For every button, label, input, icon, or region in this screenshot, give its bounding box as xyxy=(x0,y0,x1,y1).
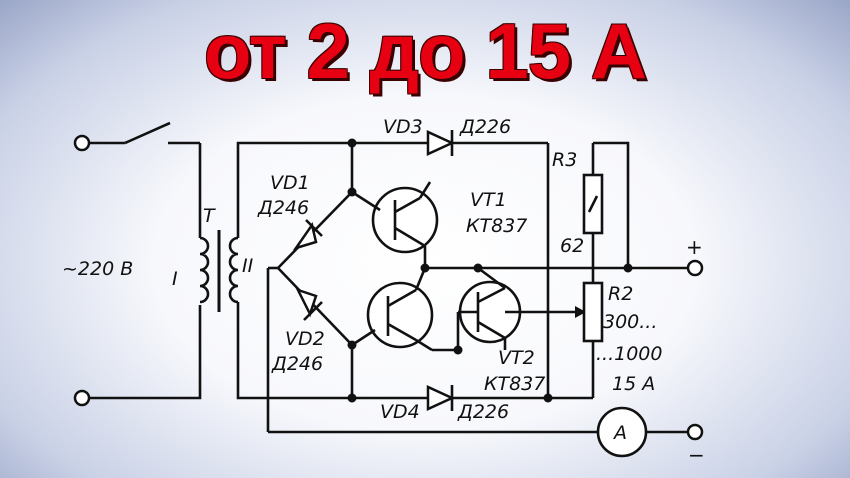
winding-1-label: I xyxy=(172,268,178,290)
vt1-label: VT1 xyxy=(470,189,507,211)
vd1-type-label: Д246 xyxy=(257,197,309,219)
vd2-label: VD2 xyxy=(285,328,325,350)
diode-bridge xyxy=(266,143,354,432)
transistor-lower xyxy=(351,267,434,349)
plus-label: + xyxy=(686,235,703,259)
output-terminal-plus xyxy=(686,259,704,277)
vt2-label: VT2 xyxy=(498,347,535,369)
vd4-type-label: Д226 xyxy=(457,401,509,423)
vd4-label: VD4 xyxy=(380,401,420,423)
vd1-label: VD1 xyxy=(270,172,310,194)
vd2-type-label: Д246 xyxy=(271,353,323,375)
vt2-type-label: КТ837 xyxy=(484,373,545,395)
input-terminal-bottom xyxy=(73,389,91,407)
r2-value-2-label: ...1000 xyxy=(596,343,662,365)
resistor-r3 xyxy=(582,173,604,235)
transistor-vt1 xyxy=(351,181,439,268)
vd3-label: VD3 xyxy=(383,116,423,138)
transformer-secondary xyxy=(228,236,239,304)
transformer-primary xyxy=(199,236,210,304)
current-label: 15 А xyxy=(612,373,655,395)
resistor-r2 xyxy=(582,281,604,343)
minus-label: − xyxy=(688,443,705,467)
vt1-type-label: КТ837 xyxy=(466,215,527,237)
diode-vd3 xyxy=(352,130,548,156)
transistor-vt2 xyxy=(415,266,586,352)
output-terminal-minus xyxy=(686,423,704,441)
power-switch xyxy=(89,121,200,145)
r2-value-1-label: 300... xyxy=(603,311,657,333)
diode-vd4 xyxy=(352,385,548,411)
diode-vd1 xyxy=(292,219,323,251)
page-title: от 2 до 15 А xyxy=(203,7,647,95)
r3-value-label: 62 xyxy=(560,235,584,257)
transformer-label: T xyxy=(203,205,216,227)
winding-2-label: II xyxy=(242,255,254,277)
r3-label: R3 xyxy=(552,149,577,171)
ammeter-label: A xyxy=(612,422,627,444)
mains-label: ~220 В xyxy=(62,258,133,280)
input-terminal-top xyxy=(73,134,91,152)
vd3-type-label: Д226 xyxy=(459,116,511,138)
diode-vd2 xyxy=(295,287,323,321)
r2-label: R2 xyxy=(608,283,633,305)
